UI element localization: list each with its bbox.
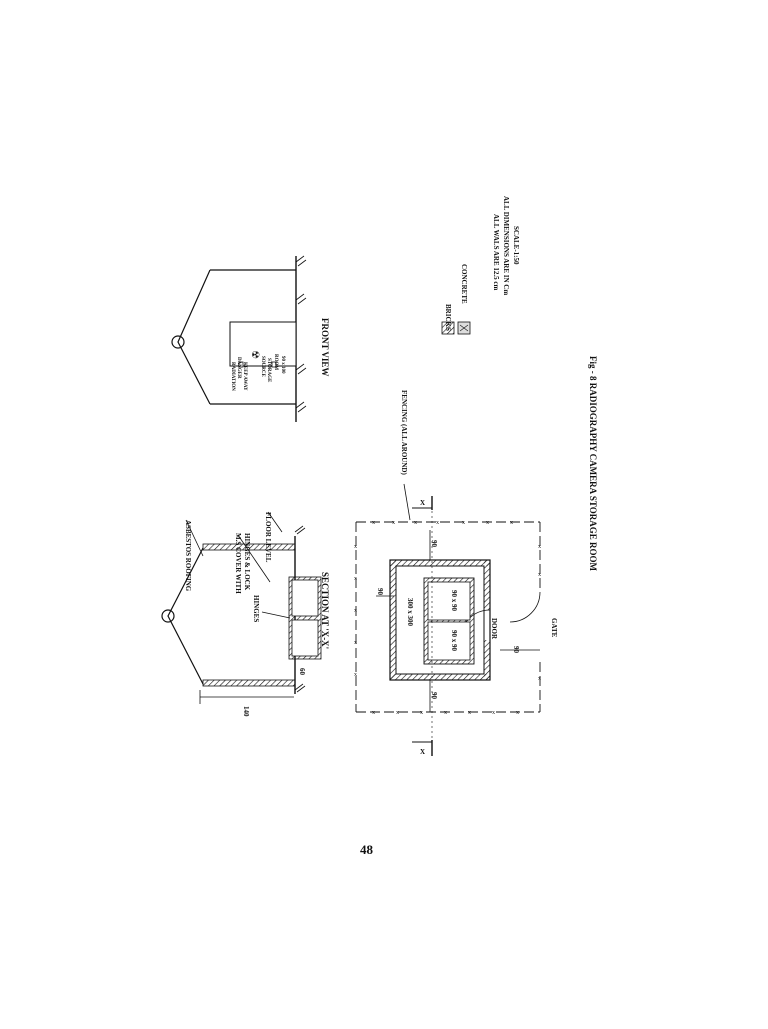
- dim-60-label: 60: [298, 668, 306, 676]
- front-view: RADIATION DANGER KEEP AWAY ☢ SOURCE STOR…: [171, 255, 330, 422]
- svg-text:x: x: [492, 710, 495, 716]
- legend-note-2: ALL DIMENSIONS ARE IN Cm: [502, 196, 510, 295]
- svg-text:x: x: [510, 520, 513, 526]
- legend: BRICKS CONCRETE ALL WALS ARE 12.5 cm ALL…: [441, 196, 520, 335]
- svg-text:x: x: [354, 576, 357, 582]
- sign-line-7: 90 x 100: [280, 356, 285, 374]
- svg-text:x: x: [372, 710, 375, 716]
- gate-label: GATE: [550, 618, 558, 638]
- sign-line-3: KEEP AWAY: [242, 362, 247, 391]
- asbestos-roofing-label: ASBESTOS ROOFING: [184, 520, 192, 592]
- section-title: SECTION AT 'X-X': [320, 572, 330, 649]
- door-hinge-top: [238, 361, 244, 368]
- room-dim-label: 300 x 300: [406, 598, 414, 627]
- floor-level-label: FLOOR LEVEL: [264, 512, 272, 563]
- svg-text:x: x: [420, 710, 423, 716]
- sign-line-6: ROOM: [273, 354, 278, 370]
- svg-text:x: x: [444, 710, 447, 716]
- dim-90-b: 90: [430, 540, 438, 548]
- legend-bricks: BRICKS: [444, 304, 452, 331]
- svg-text:x: x: [354, 672, 357, 678]
- legend-note-3: SCALE-1:50: [512, 226, 520, 265]
- fencing-label: FENCING (ALL AROUND): [400, 390, 408, 475]
- figure-caption: Fig - 8 RADIOGRAPHY CAMERA STORAGE ROOM: [588, 356, 598, 572]
- door-hinge-bottom: [271, 361, 277, 368]
- svg-text:x: x: [538, 572, 541, 578]
- fence-x-marks: x x x x x x x x x x x x x x x x x x x x x x: [354, 520, 541, 716]
- dim-90-a: 90: [376, 588, 384, 596]
- pit-dim-b: 90 x 90: [450, 630, 458, 652]
- svg-text:x: x: [486, 520, 489, 526]
- sign-line-4: SOURCE: [260, 356, 265, 378]
- plan-view: x x x x x x x x x x x x x x x x x x x x x x GATE 300 x …: [354, 390, 558, 756]
- section-marker-x1: X: [420, 499, 425, 507]
- fence-outline: [355, 521, 541, 713]
- legend-note-1: ALL WALS ARE 12.5 cm: [492, 214, 500, 290]
- pit-plan-cell-1: [427, 581, 471, 621]
- dim-90-c: 90: [430, 692, 438, 700]
- dim-140-label: 140: [242, 706, 250, 717]
- svg-text:x: x: [516, 710, 519, 716]
- pit-inner-1: [291, 579, 319, 617]
- svg-text:x: x: [372, 520, 375, 526]
- pit-plan-cell-2: [427, 621, 471, 661]
- section-wall-bottom: [202, 679, 296, 687]
- svg-text:x: x: [538, 676, 541, 682]
- gate-swing: [509, 591, 541, 623]
- svg-text:x: x: [354, 544, 357, 550]
- svg-text:x: x: [538, 544, 541, 550]
- page-number: 48: [360, 842, 373, 857]
- svg-text:x: x: [354, 608, 357, 614]
- dim-90-d: 90: [512, 646, 520, 654]
- pit-dim-a: 90 x 90: [450, 590, 458, 612]
- hinges-lock-label: HINGES & LOCK: [243, 533, 251, 591]
- pit-inner-2: [291, 619, 319, 657]
- roof-apex: [161, 609, 175, 623]
- front-view-title: FRONT VIEW: [320, 318, 330, 376]
- section-marker-x2: X: [420, 748, 425, 756]
- front-door: [229, 321, 297, 367]
- svg-text:x: x: [354, 640, 357, 646]
- svg-text:x: x: [436, 520, 439, 526]
- sign-line-2: DANGER: [236, 357, 241, 379]
- door-label: DOOR: [490, 618, 498, 640]
- svg-text:x: x: [462, 520, 465, 526]
- sign-line-1: RADIATION: [230, 362, 235, 391]
- sign-line-5: STORAGE: [266, 358, 271, 383]
- svg-text:x: x: [392, 520, 395, 526]
- ms-cover-label: M.S COVER WITH: [234, 533, 242, 594]
- hinges-label: HINGES: [252, 595, 260, 622]
- svg-text:x: x: [414, 520, 417, 526]
- legend-concrete: CONCRETE: [460, 264, 468, 304]
- trefoil-icon: ☢: [249, 350, 260, 359]
- svg-text:x: x: [396, 710, 399, 716]
- roof-outline: [167, 547, 204, 685]
- svg-text:x: x: [468, 710, 471, 716]
- front-roof-apex: [171, 335, 185, 349]
- bricks-swatch-icon: [441, 321, 455, 335]
- front-roof-outline: [177, 269, 211, 405]
- section-view: 140 60 ASBESTOS ROOFING M.S COVER WITH H…: [161, 511, 330, 717]
